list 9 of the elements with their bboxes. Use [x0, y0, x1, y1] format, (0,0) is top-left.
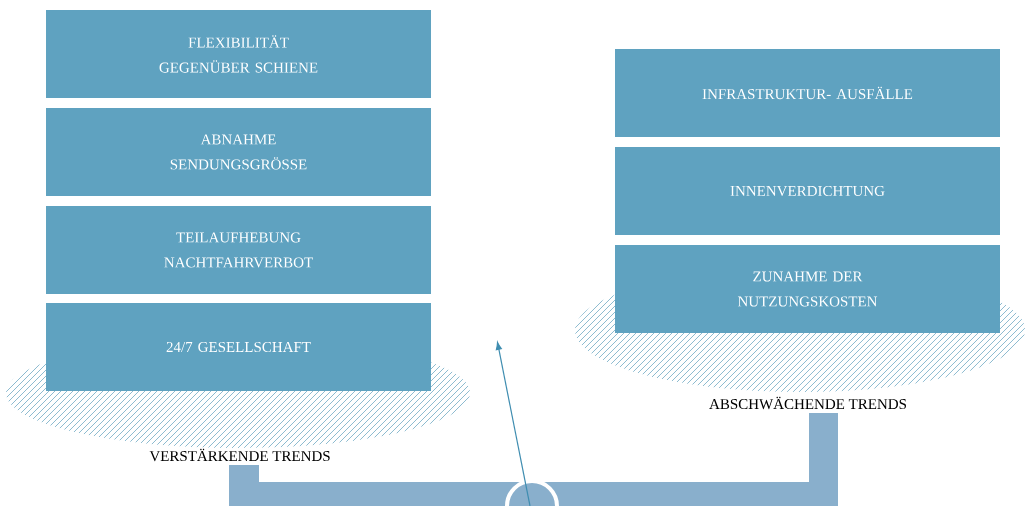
trend-box: INFRASTRUKTUR- AUSFÄLLE	[615, 49, 1000, 137]
trend-box: 24/7 GESELLSCHAFT	[46, 303, 431, 391]
group-label: VERSTÄRKENDE TRENDS	[149, 448, 330, 462]
trend-box: FLEXIBILITÄT GEGENÜBER SCHIENE	[46, 10, 431, 98]
trend-box: ZUNAHME DER NUTZUNGSKOSTEN	[615, 245, 1000, 333]
group-label: ABSCHWÄCHENDE TRENDS	[709, 396, 906, 410]
trend-box: INNENVERDICHTUNG	[615, 147, 1000, 235]
trend-box: ABNAHME SENDUNGSGRÖSSE	[46, 108, 431, 196]
trend-box: TEILAUFHEBUNG NACHTFAHRVERBOT	[46, 206, 431, 294]
